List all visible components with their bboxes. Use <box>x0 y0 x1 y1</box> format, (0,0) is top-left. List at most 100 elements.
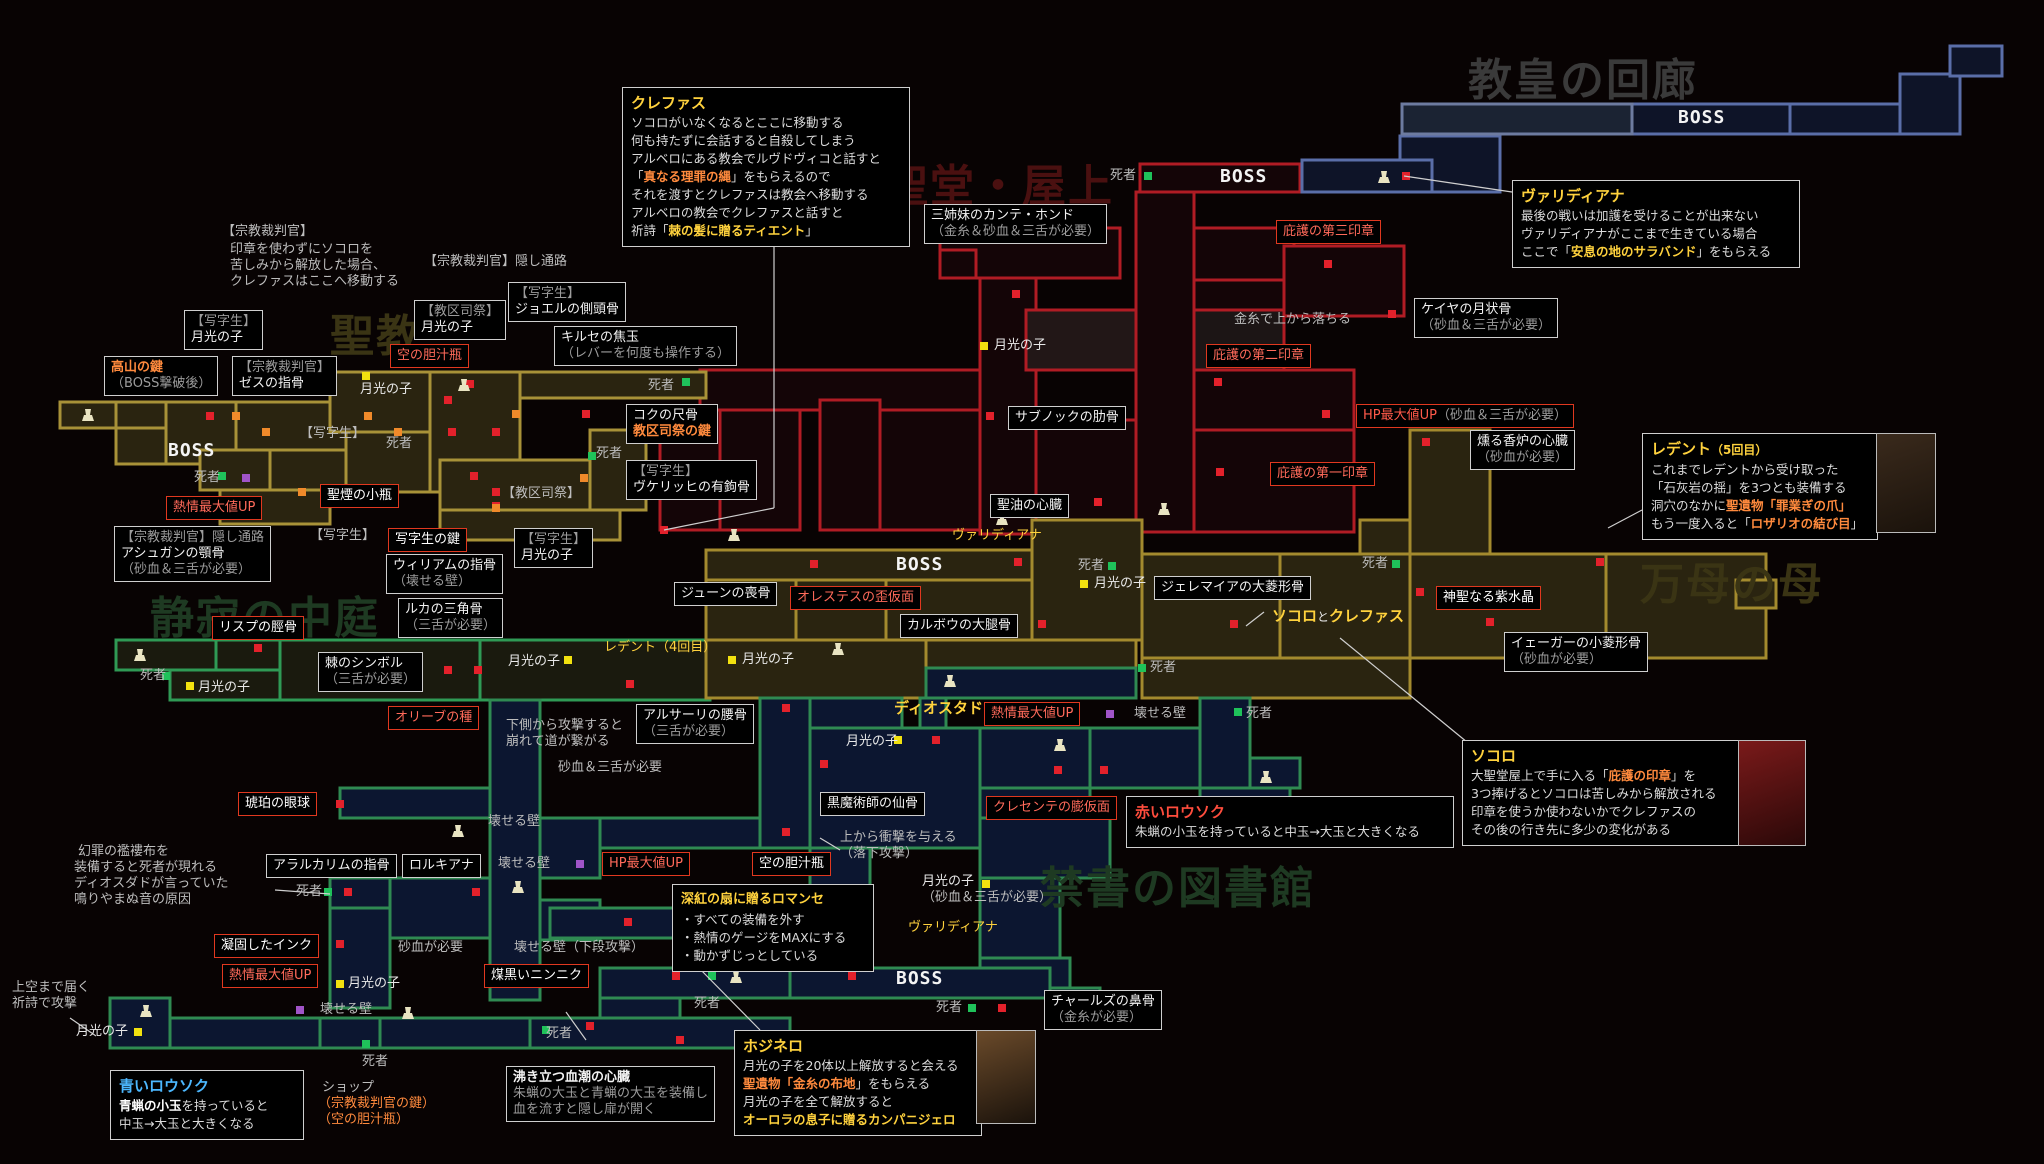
label-seal3: 庇護の第三印章 <box>1276 220 1382 244</box>
text: 月光の子 <box>521 548 574 563</box>
label-rendt4: レデント（4回目） <box>604 640 717 655</box>
label-holy-oil: 聖油の心臓 <box>990 494 1070 518</box>
item-marker <box>582 410 590 418</box>
info-rendt-title: レデント（5回目） <box>1651 440 1869 459</box>
label-bishop-moon-child: 【教区司祭】月光の子 <box>414 300 507 340</box>
item-marker <box>1324 260 1332 268</box>
label-dead-library5: 死者 <box>546 1026 573 1041</box>
moon-child-marker <box>564 656 572 664</box>
note-break-wall-lower: 壊せる壁（下段攻撃） <box>514 940 645 955</box>
save-statue-icon <box>944 675 956 687</box>
text: ルカの三角骨 <box>405 602 483 617</box>
item-marker <box>624 918 632 926</box>
label-bile-library: 空の胆汁瓶 <box>752 852 832 876</box>
clerk-marker <box>298 488 306 496</box>
clerk-marker <box>512 410 520 418</box>
text: （壊せる壁） <box>393 574 472 589</box>
boss-label-roof: BOSS <box>1220 166 1268 187</box>
label-max-up-bottom: 熱情最大値UP <box>222 964 319 988</box>
label-max-up-holy: 熱情最大値UP <box>166 496 263 520</box>
label-bile-top: 空の胆汁瓶 <box>390 344 470 368</box>
info-validiana-title: ヴァリディアナ <box>1521 187 1625 205</box>
info-rendt-line: もう一度入ると「ロザリオの結び目」 <box>1651 515 1869 533</box>
note-phantom-1: 幻罪の襤褸布を <box>78 844 170 859</box>
callout-lines <box>69 175 1643 1041</box>
item-name: 聖遺物「罪業ぎの爪」 <box>1726 498 1852 513</box>
text: 」をもらえる <box>1696 244 1772 259</box>
label-dead-band: 死者 <box>1150 660 1177 675</box>
text: イェーガーの小菱形骨 <box>1511 636 1642 651</box>
info-hoseneru-line: オーロラの息子に贈るカンパニジェロ <box>743 1112 956 1127</box>
label-dead-library3: 死者 <box>694 996 721 1011</box>
label-clerk5-moon: 【写字生】月光の子 <box>514 528 594 568</box>
clerk-marker <box>492 504 500 512</box>
label-dead-holy2: 死者 <box>386 436 413 451</box>
label-orestes: オレステスの歪仮面 <box>790 586 922 610</box>
text: もう一度入ると「 <box>1651 516 1751 531</box>
item-marker <box>1214 378 1222 386</box>
text: （金糸＆砂血＆三舌が必要） <box>931 224 1101 239</box>
item-marker <box>1388 310 1396 318</box>
info-krefas-line: ソコロがいなくなるとここに移動する <box>631 115 844 130</box>
info-socoro-line: その後の行き先に多少の変化がある <box>1471 822 1672 837</box>
label-bishop2: 【教区司祭】 <box>502 486 581 501</box>
label-moon-child-diostad: 月光の子 <box>846 734 899 749</box>
item-marker <box>1038 620 1046 628</box>
item-marker <box>336 800 344 808</box>
info-socoro: ソコロ 大聖堂屋上で手に入る「庇護の印章」を 3つ捧げるとソコロは苦しみから解放… <box>1462 740 1748 846</box>
text: 」をもらえる <box>855 1076 931 1091</box>
item-marker <box>820 760 828 768</box>
info-blue-candle-line: 中玉→大玉と大きくなる <box>119 1116 255 1131</box>
info-hoseneru-title: ホジネロ <box>743 1037 804 1055</box>
item-marker <box>626 680 634 688</box>
label-holy-smoke: 聖煙の小瓶 <box>320 484 400 508</box>
item-marker <box>1100 766 1108 774</box>
info-hoseneru-line: 聖遺物「金糸の布地」をもらえる <box>743 1075 973 1093</box>
info-blue-candle: 青いロウソク 青蝋の小玉を持っていると 中玉→大玉と大きくなる <box>110 1070 304 1140</box>
label-dead-library: 死者 <box>1246 706 1273 721</box>
text: （三舌が必要） <box>325 672 417 687</box>
text: 洞穴のなかに <box>1651 498 1727 513</box>
moon-child-marker <box>728 656 736 664</box>
info-krefas-line: アルベロにある教会でルヴドヴィコと話すと <box>631 151 881 166</box>
dead-marker <box>708 972 716 980</box>
info-blue-candle-title: 青いロウソク <box>119 1077 210 1095</box>
label-hp-up-roof: HP最大値UP（砂血＆三舌が必要） <box>1356 404 1574 428</box>
max-up-marker <box>296 1006 304 1014</box>
max-up-marker <box>1106 710 1114 718</box>
note-sky-attack-2: 祈詩で攻撃 <box>12 996 78 1011</box>
label-moon-child-far: 月光の子 <box>76 1024 129 1039</box>
label-black-magic: 黒魔術師の仙骨 <box>820 792 926 816</box>
label-sabnok: サブノックの肋骨 <box>1008 406 1126 430</box>
boss-label-central: BOSS <box>896 554 944 575</box>
label-charles: チャールズの鼻骨（金糸が必要） <box>1044 990 1162 1030</box>
moon-child-marker <box>336 980 344 988</box>
note-hidden-path-top: 【宗教裁判官】隠し通路 <box>424 254 568 269</box>
save-statue-icon <box>728 529 740 541</box>
dead-marker <box>324 888 332 896</box>
item-marker <box>1416 588 1424 596</box>
dead-marker <box>1138 664 1146 672</box>
save-statue-icon <box>1158 503 1170 515</box>
info-socoro-line: 3つ捧げるとソコロは苦しみから解放される <box>1471 786 1717 801</box>
text: キルセの焦玉 <box>561 330 640 345</box>
item-marker <box>470 472 478 480</box>
item-marker <box>1596 558 1604 566</box>
label-alsari: アルサーリの腰骨（三舌が必要） <box>636 704 754 744</box>
moon-child-marker <box>1080 580 1088 588</box>
dead-marker <box>682 378 690 386</box>
item-marker <box>206 412 214 420</box>
info-krefas-line: 「真なる理罪の縄」をもらえるので <box>631 168 901 186</box>
label-seal1: 庇護の第一印章 <box>1270 462 1376 486</box>
text: 朱蝋の大玉と青蝋の大玉を装備し <box>513 1086 709 1101</box>
boss-label-papal: BOSS <box>1678 107 1726 128</box>
label-koku: コクの尺骨教区司祭の鍵 <box>626 404 719 444</box>
text: 」をもらえるので <box>731 169 831 184</box>
text: （レバーを何度も操作する） <box>561 346 731 361</box>
moon-child-marker <box>980 342 988 350</box>
text: （5回目） <box>1711 443 1768 457</box>
text: ジョエルの側頭骨 <box>515 302 620 317</box>
text: ソコロ <box>1272 607 1318 625</box>
dead-marker <box>1144 172 1152 180</box>
item-name: 庇護の印章 <box>1608 768 1672 783</box>
